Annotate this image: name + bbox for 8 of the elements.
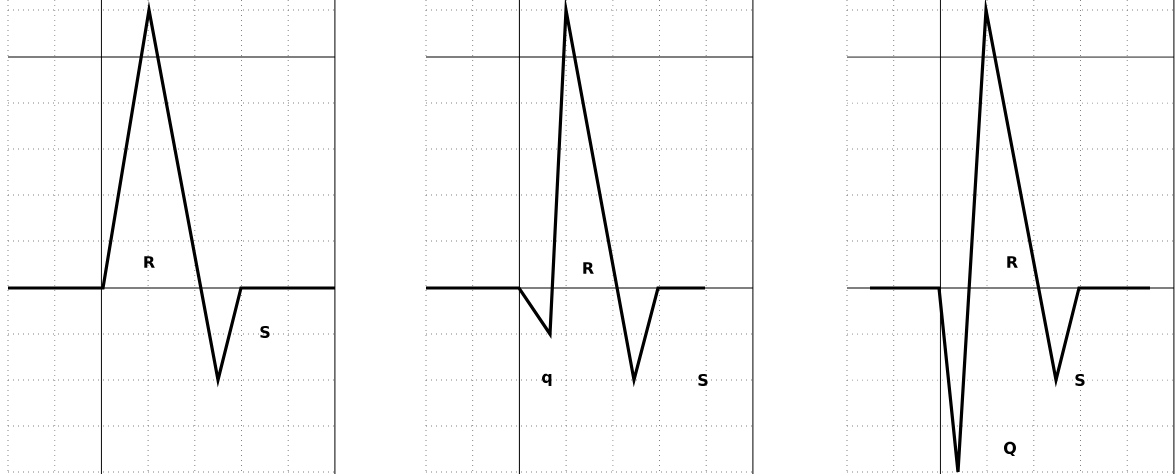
wave-label: Q bbox=[1004, 441, 1016, 457]
wave-label: S bbox=[260, 325, 270, 339]
wave-label: S bbox=[698, 373, 708, 387]
wave-label: S bbox=[1075, 373, 1085, 387]
wave-label: R bbox=[1007, 256, 1018, 268]
wave-label: R bbox=[144, 256, 155, 268]
wave-label: R bbox=[583, 262, 594, 274]
wave-label: q bbox=[542, 373, 552, 387]
